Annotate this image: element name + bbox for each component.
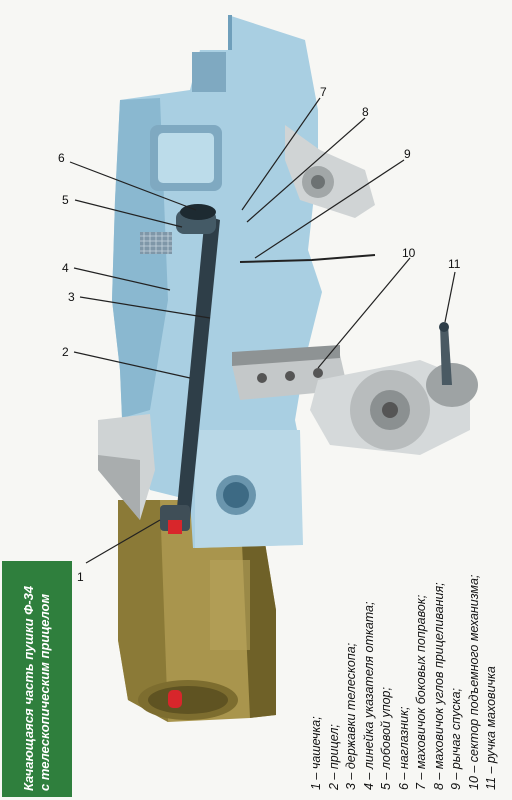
callout-8: 8 xyxy=(362,105,369,119)
legend-item-6: 6 – наглазник; xyxy=(396,706,411,790)
legend-item-4: 4 – линейка указателя отката; xyxy=(361,601,376,790)
legend-item-10: 10 – сектор подъемного механизма; xyxy=(466,574,481,790)
handwheel-mechanism xyxy=(310,322,478,455)
callout-10: 10 xyxy=(402,246,416,260)
callout-2: 2 xyxy=(62,345,69,359)
telescopic-sight xyxy=(160,204,220,534)
legend-item-9: 9 – рычаг спуска; xyxy=(449,687,463,790)
legend-item-3: 3 – державки телескопа; xyxy=(344,642,358,790)
callout-1: 1 xyxy=(77,570,84,584)
legend-item-5: 5 – лобовой упор; xyxy=(379,687,393,790)
callout-7: 7 xyxy=(320,85,327,99)
legend-item-1: 1 – чашечка; xyxy=(309,716,323,790)
callout-5: 5 xyxy=(62,193,69,207)
gun-cradle xyxy=(98,15,322,548)
legend-item-2: 2 – прицел; xyxy=(326,724,341,790)
title-box: Качающаяся часть пушки Ф-34 с телескопич… xyxy=(2,561,72,797)
callout-4: 4 xyxy=(62,261,69,275)
recoil-cylinder xyxy=(118,500,276,722)
legend-item-7: 7 – маховичок боковых поправок; xyxy=(414,594,428,790)
callout-11: 11 xyxy=(448,257,461,271)
trigger-mechanism xyxy=(239,125,376,263)
title-line-1: Качающаяся часть пушки Ф-34 xyxy=(21,585,36,791)
title-line-2: с телескопическим прицелом xyxy=(37,593,52,791)
legend-item-8: 8 – маховичок углов прицеливания; xyxy=(431,582,446,790)
callout-6: 6 xyxy=(58,151,65,165)
callout-9: 9 xyxy=(404,147,411,161)
legend-item-11: 11 – ручка маховичка xyxy=(484,666,498,790)
leader-lines xyxy=(69,97,456,564)
callout-3: 3 xyxy=(68,290,75,304)
legend: 1 – чашечка; 2 – прицел; 3 – державки те… xyxy=(300,500,506,796)
